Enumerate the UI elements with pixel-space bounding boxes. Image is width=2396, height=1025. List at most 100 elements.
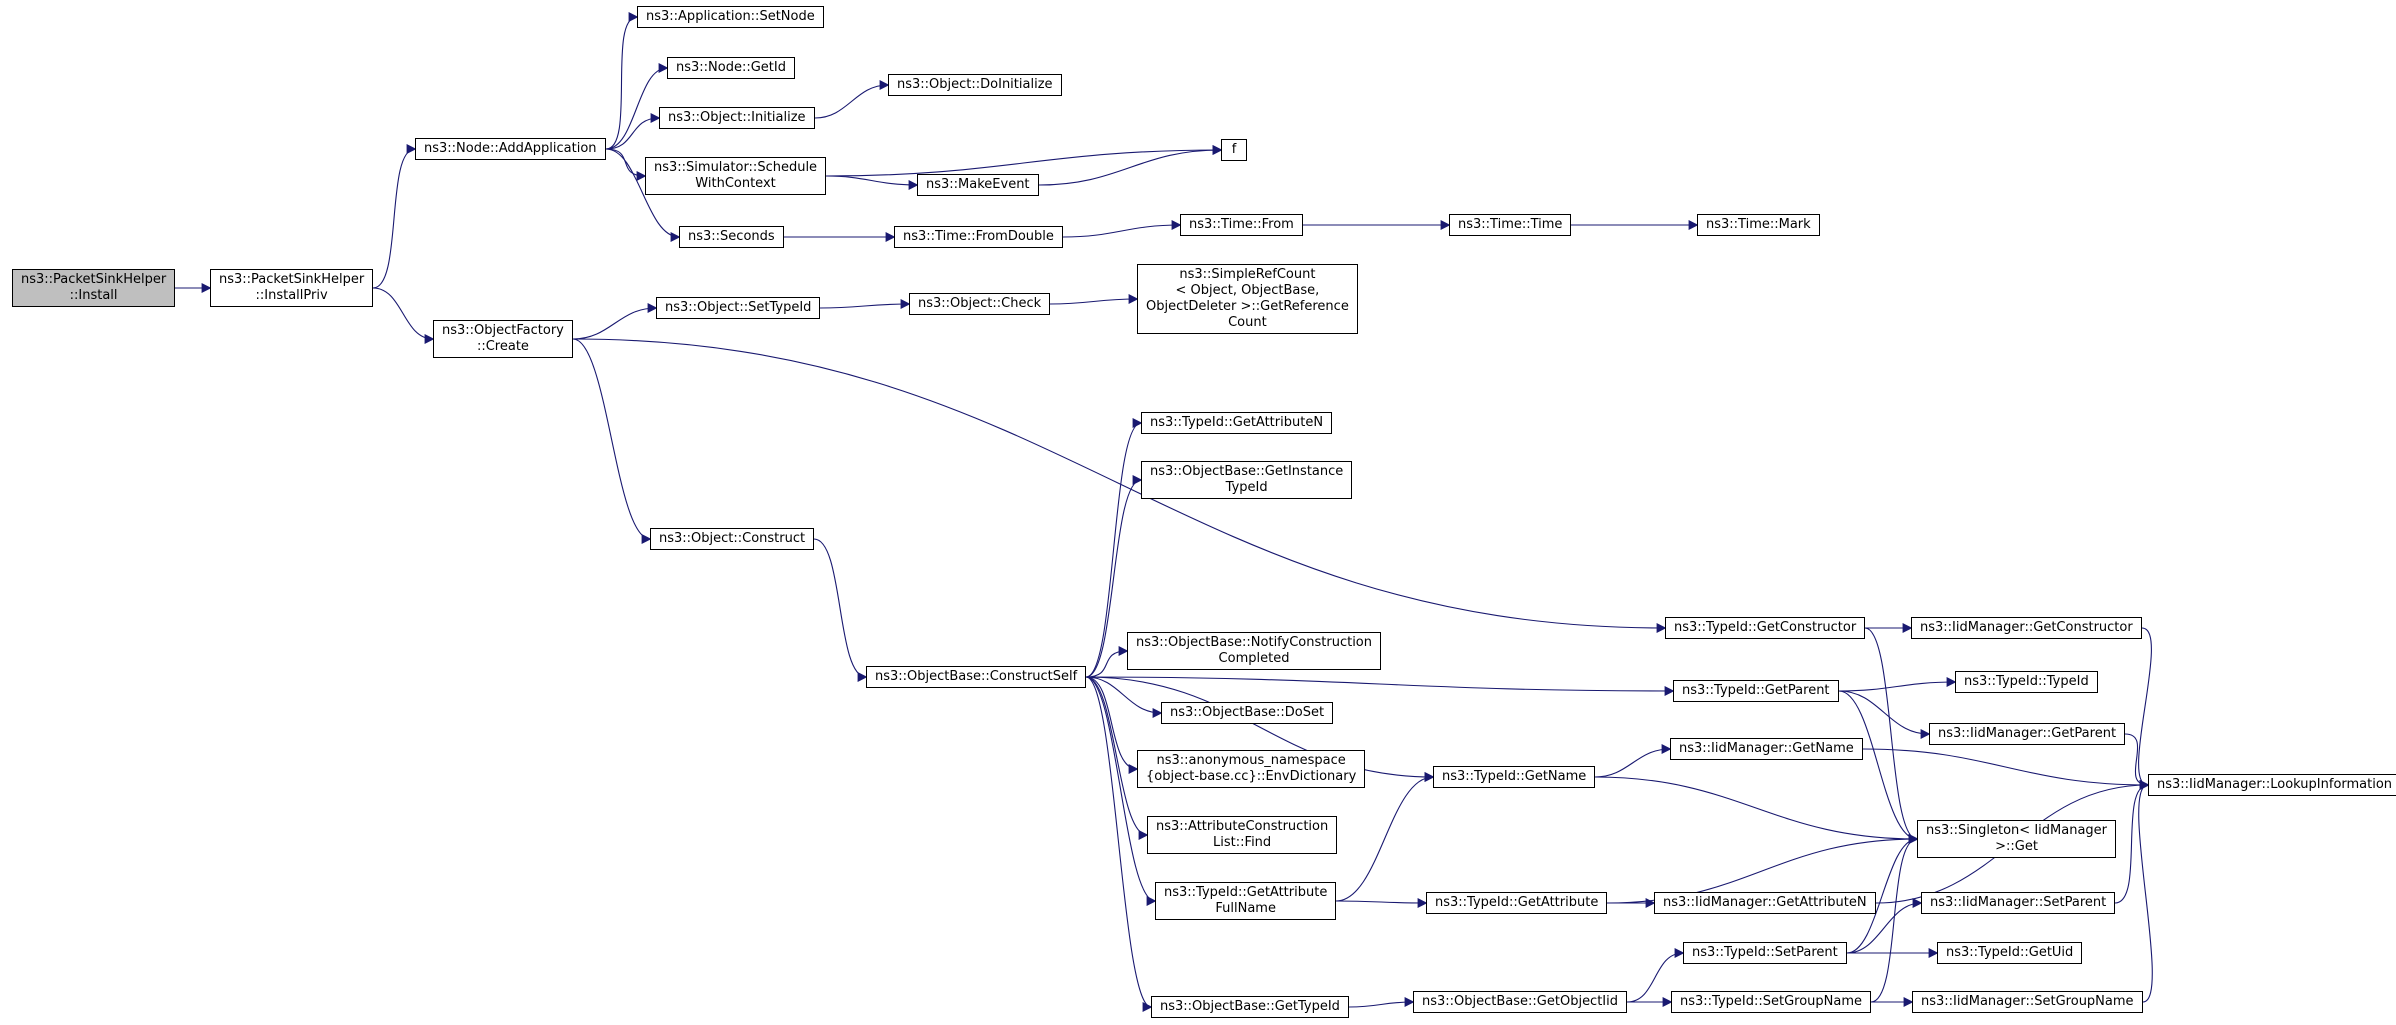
edge-constructself-notifyconstruction <box>1085 646 1129 678</box>
node-addapp[interactable]: ns3::Node::AddApplication <box>415 138 606 160</box>
node-initialize[interactable]: ns3::Object::Initialize <box>659 107 815 129</box>
node-label: Count <box>1228 315 1267 330</box>
node-getid[interactable]: ns3::Node::GetId <box>667 57 795 79</box>
node-label: ns3::TypeId::TypeId <box>1964 674 2089 689</box>
edge-iidgetconstructor-lookupinfo <box>2138 627 2152 790</box>
node-label: ns3::ObjectBase::ConstructSelf <box>875 669 1078 684</box>
node-makeevent[interactable]: ns3::MakeEvent <box>917 174 1039 196</box>
node-label: ObjectDeleter >::GetReference <box>1146 299 1349 314</box>
edge-iidgetname-lookupinfo <box>1862 748 2150 790</box>
node-f[interactable]: f <box>1221 139 1247 161</box>
node-getobjectiid[interactable]: ns3::ObjectBase::GetObjectIid <box>1413 991 1628 1013</box>
node-iidsetgroupname[interactable]: ns3::IidManager::SetGroupName <box>1912 991 2143 1013</box>
node-label: ns3::ObjectBase::GetObjectIid <box>1422 994 1619 1009</box>
node-label: ns3::Seconds <box>688 229 775 244</box>
node-setgroupname[interactable]: ns3::TypeId::SetGroupName <box>1671 991 1872 1013</box>
edge-setgroupname-singletonget <box>1870 834 1919 1003</box>
edge-constructself-getparent <box>1085 676 1675 696</box>
node-label: ns3::PacketSinkHelper <box>21 272 167 287</box>
node-getparent[interactable]: ns3::TypeId::GetParent <box>1673 680 1839 702</box>
edge-iidsetgroupname-lookupinfo <box>2138 780 2153 1003</box>
node-getuid[interactable]: ns3::TypeId::GetUid <box>1937 942 2083 964</box>
edge-getconstructor-singletonget <box>1864 627 1919 844</box>
node-label: ::Install <box>69 288 118 303</box>
node-getrefcount[interactable]: ns3::SimpleRefCount< Object, ObjectBase,… <box>1137 264 1358 334</box>
node-setnode[interactable]: ns3::Application::SetNode <box>637 6 824 28</box>
node-typeidtypeid[interactable]: ns3::TypeId::TypeId <box>1955 671 2098 693</box>
node-lookupinfo[interactable]: ns3::IidManager::LookupInformation <box>2148 774 2396 796</box>
edge-constructself-getattrfullname <box>1085 676 1157 906</box>
node-label: ns3::ObjectFactory <box>442 323 564 338</box>
node-label: ::Create <box>476 339 529 354</box>
node-iidgetname[interactable]: ns3::IidManager::GetName <box>1670 738 1863 760</box>
node-constructself[interactable]: ns3::ObjectBase::ConstructSelf <box>866 666 1087 688</box>
node-label: ns3::Object::SetTypeId <box>665 300 812 315</box>
edge-check-getrefcount <box>1049 294 1139 305</box>
edge-constructself-getname <box>1085 676 1435 782</box>
edge-iidsetparent-lookupinfo <box>2114 780 2150 904</box>
node-timetime[interactable]: ns3::Time::Time <box>1449 214 1572 236</box>
node-getattribute[interactable]: ns3::TypeId::GetAttribute <box>1426 892 1608 914</box>
node-install: ns3::PacketSinkHelper::Install <box>12 269 176 307</box>
node-label: ns3::AttributeConstruction <box>1156 819 1329 834</box>
node-settypeid[interactable]: ns3::Object::SetTypeId <box>656 297 821 319</box>
node-label: ns3::ObjectBase::DoSet <box>1170 705 1325 720</box>
node-iidgetattributen[interactable]: ns3::IidManager::GetAttributeN <box>1654 892 1876 914</box>
node-label: ns3::IidManager::SetGroupName <box>1921 994 2134 1009</box>
node-doset[interactable]: ns3::ObjectBase::DoSet <box>1161 702 1334 724</box>
node-getattributen[interactable]: ns3::TypeId::GetAttributeN <box>1141 412 1333 434</box>
node-label: ns3::Time::Mark <box>1706 217 1811 232</box>
edge-settypeparent-singletonget <box>1846 834 1919 954</box>
node-label: >::Get <box>1995 839 2038 854</box>
edge-addapp-getid <box>605 63 669 150</box>
edge-getparent-iidgetparent <box>1838 690 1931 739</box>
node-label: ns3::TypeId::GetAttributeN <box>1150 415 1324 430</box>
node-getconstructor[interactable]: ns3::TypeId::GetConstructor <box>1665 617 1866 639</box>
edge-getattrfullname-getattribute <box>1335 898 1428 908</box>
node-label: ns3::TypeId::GetParent <box>1682 683 1830 698</box>
edge-getparent-singletonget <box>1838 690 1919 844</box>
edge-addapp-seconds <box>605 148 681 242</box>
node-iidgetparent[interactable]: ns3::IidManager::GetParent <box>1929 723 2126 745</box>
node-label: ns3::TypeId::GetUid <box>1946 945 2074 960</box>
node-seconds[interactable]: ns3::Seconds <box>679 226 784 248</box>
edge-settypeparent-iidsetparent <box>1846 898 1923 954</box>
node-label: ns3::Object::DoInitialize <box>897 77 1053 92</box>
node-label: ns3::TypeId::GetName <box>1442 769 1587 784</box>
node-getname[interactable]: ns3::TypeId::GetName <box>1433 766 1596 788</box>
edge-constructself-getattributen <box>1085 418 1143 678</box>
node-singletonget[interactable]: ns3::Singleton< IidManager>::Get <box>1917 820 2117 858</box>
node-installpriv[interactable]: ns3::PacketSinkHelper::InstallPriv <box>210 269 374 307</box>
node-label: f <box>1231 142 1237 157</box>
node-label: FullName <box>1215 901 1276 916</box>
node-iidgetconstructor[interactable]: ns3::IidManager::GetConstructor <box>1911 617 2142 639</box>
node-envdictionary[interactable]: ns3::anonymous_namespace{object-base.cc}… <box>1137 750 1366 788</box>
node-timefrom[interactable]: ns3::Time::From <box>1180 214 1303 236</box>
node-label: ns3::Simulator::Schedule <box>654 160 818 175</box>
edge-constructself-attrfind <box>1085 676 1149 840</box>
node-settypeparent[interactable]: ns3::TypeId::SetParent <box>1683 942 1847 964</box>
node-factorycreate[interactable]: ns3::ObjectFactory::Create <box>433 320 573 358</box>
node-iidsetparent[interactable]: ns3::IidManager::SetParent <box>1921 892 2116 914</box>
node-label: TypeId <box>1225 480 1268 495</box>
node-doinitialize[interactable]: ns3::Object::DoInitialize <box>888 74 1062 96</box>
node-timemark[interactable]: ns3::Time::Mark <box>1697 214 1820 236</box>
node-construct[interactable]: ns3::Object::Construct <box>650 528 815 550</box>
edge-addapp-setnode <box>605 12 639 150</box>
node-check[interactable]: ns3::Object::Check <box>909 293 1051 315</box>
node-label: ns3::TypeId::GetAttribute <box>1164 885 1328 900</box>
edge-installpriv-addapp <box>372 144 417 289</box>
node-fromdouble[interactable]: ns3::Time::FromDouble <box>894 226 1063 248</box>
edge-constructself-getinstancetypeid <box>1085 475 1143 678</box>
node-objectbasegettypeid[interactable]: ns3::ObjectBase::GetTypeId <box>1151 996 1349 1018</box>
edge-schedulewithcontext-f <box>825 145 1223 177</box>
edge-factorycreate-getconstructor <box>572 338 1667 633</box>
node-label: ns3::TypeId::SetParent <box>1692 945 1838 960</box>
node-label: ns3::IidManager::GetAttributeN <box>1663 895 1867 910</box>
